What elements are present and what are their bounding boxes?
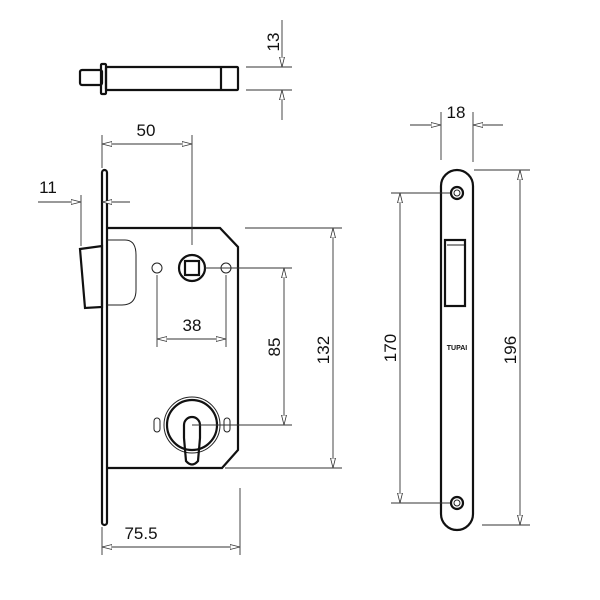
dim-label-11: 11	[39, 178, 57, 197]
dim-132: 132	[225, 227, 342, 469]
screw-hole-top	[449, 185, 465, 201]
handle-hole-left	[151, 262, 163, 274]
dim-label-170: 170	[381, 334, 400, 362]
dim-38: 38	[156, 275, 227, 347]
dim-label-75-5: 75.5	[124, 524, 157, 543]
latch-bolt	[78, 244, 104, 310]
lock-body	[78, 168, 240, 527]
cylinder-profile	[182, 415, 202, 466]
lug-left	[153, 417, 161, 433]
spindle	[78, 62, 240, 96]
dim-85: 85	[192, 267, 292, 426]
dim-170: 170	[381, 192, 450, 504]
square-spindle-hole	[183, 259, 201, 277]
dim-196: 196	[474, 169, 530, 526]
dim-11: 11	[38, 178, 130, 246]
faceplate: TUPAI	[439, 168, 475, 532]
latch-housing	[107, 239, 137, 306]
screw-hole-bottom	[449, 495, 465, 511]
brand-mark: TUPAI	[447, 345, 468, 352]
dim-label-38: 38	[183, 316, 202, 335]
dim-75-5: 75.5	[101, 488, 241, 555]
dim-label-13: 13	[264, 33, 283, 52]
dim-label-18: 18	[447, 103, 466, 122]
dim-50: 50	[101, 121, 193, 245]
latch-window	[443, 238, 467, 308]
dim-label-85: 85	[265, 338, 284, 357]
dim-label-50: 50	[137, 121, 156, 140]
dim-label-132: 132	[314, 336, 333, 364]
dim-13: 13	[246, 20, 292, 120]
dim-18: 18	[410, 103, 503, 162]
dim-label-196: 196	[501, 336, 520, 364]
follower-ring	[177, 253, 207, 283]
